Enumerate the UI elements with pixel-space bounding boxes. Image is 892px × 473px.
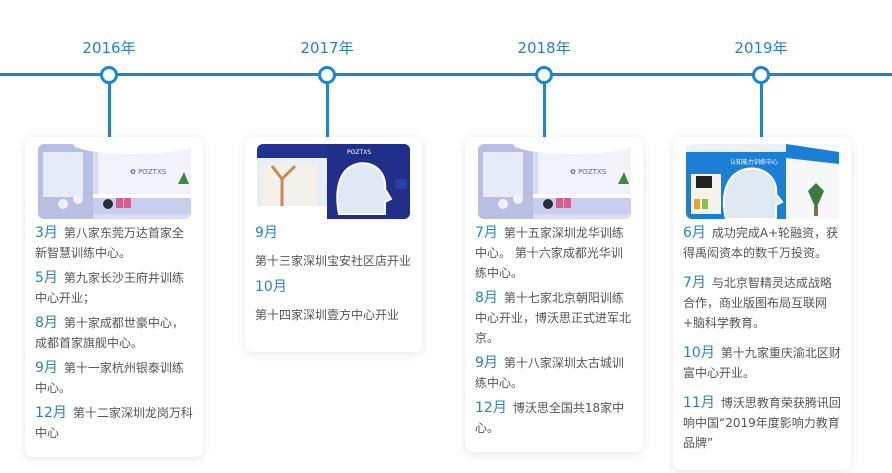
milestone-text: 第九家长沙王府井训练中心开业； [35, 271, 184, 305]
milestone-text: 第十四家深圳壹方中心开业 [255, 308, 400, 322]
milestone-text: 第十九家重庆渝北区财富中心开业。 [683, 346, 841, 380]
timeline-node-2016[interactable] [100, 66, 118, 84]
milestone-month: 10月 [683, 345, 715, 361]
milestone-month: 8月 [475, 290, 498, 306]
milestone-entry: 12月博沃思全国共18家中心。 [475, 398, 633, 438]
milestone-card-2019: 认知能力训练中心 6月成功完成A+轮融资，获得禹闳资本的数千万投资。 7月与北京… [673, 137, 851, 470]
milestone-entry: 7月与北京智精灵达成战略合作，商业版图布局互联网+脑科学教育。 [683, 273, 841, 333]
milestone-text: 第八家东莞万达首家全新智慧训练中心。 [35, 226, 184, 260]
milestone-text: 第十五家深圳龙华训练中心。 第十六家成都光华训练中心。 [475, 226, 624, 280]
milestone-text: 第十三家深圳宝安社区店开业 [255, 254, 412, 268]
milestone-month: 7月 [475, 225, 498, 241]
timeline-node-2019[interactable] [752, 66, 770, 84]
training-center-photo: ✿ POZTXS [477, 144, 631, 219]
milestone-month: 9月 [255, 225, 278, 241]
milestone-entry: 8月第十七家北京朝阳训练中心开业，博沃思正式进军北京。 [475, 288, 633, 348]
milestone-month: 8月 [35, 315, 58, 331]
milestone-entry: 9月第十一家杭州银泰训练中心。 [35, 358, 193, 398]
svg-text:认知能力训练中心: 认知能力训练中心 [730, 158, 778, 166]
milestone-text: 第十家成都世豪中心，成都首家旗舰中心。 [35, 316, 184, 350]
milestone-entry: 7月第十五家深圳龙华训练中心。 第十六家成都光华训练中心。 [475, 223, 633, 283]
milestone-month: 10月 [255, 279, 287, 295]
milestone-month: 6月 [683, 225, 706, 241]
milestone-month: 12月 [35, 405, 67, 421]
milestone-text: 成功完成A+轮融资，获得禹闳资本的数千万投资。 [683, 226, 839, 260]
timeline-connector [759, 83, 763, 137]
timeline-node-2017[interactable] [318, 66, 336, 84]
milestone-text: 与北京智精灵达成战略合作，商业版图布局互联网+脑科学教育。 [683, 276, 832, 330]
milestone-entry: 9月第十三家深圳宝安社区店开业 [255, 223, 412, 271]
milestone-entry: 10月第十四家深圳壹方中心开业 [255, 277, 412, 325]
milestone-card-2016: ✿ POZTXS 3月第八家东莞万达首家全新智慧训练中心。 5月第九家长沙王府井… [25, 137, 203, 457]
milestone-text: 博沃思全国共18家中心。 [475, 401, 625, 435]
milestone-text: 第十八家深圳太古城训练中心。 [475, 356, 624, 390]
year-label-2019: 2019年 [734, 39, 788, 57]
milestone-month: 7月 [683, 275, 706, 291]
timeline-axis [0, 73, 892, 76]
training-center-photo: 认知能力训练中心 [685, 144, 839, 219]
milestone-card-2017: POZTXS 9月第十三家深圳宝安社区店开业 10月第十四家深圳壹方中心开业 [245, 137, 422, 352]
milestone-entry: 11月博沃思教育荣获腾讯回响中国“2019年度影响力教育品牌” [683, 393, 841, 453]
timeline-connector [107, 83, 111, 137]
milestone-entry: 10月第十九家重庆渝北区财富中心开业。 [683, 343, 841, 383]
year-label-2018: 2018年 [517, 39, 571, 57]
milestone-month: 9月 [35, 360, 58, 376]
svg-text:✿ POZTXS: ✿ POZTXS [130, 168, 167, 176]
timeline-node-2018[interactable] [535, 66, 553, 84]
milestone-month: 11月 [683, 395, 715, 411]
milestone-text: 第十一家杭州银泰训练中心。 [35, 361, 184, 395]
milestone-month: 12月 [475, 400, 507, 416]
milestone-text: 博沃思教育荣获腾讯回响中国“2019年度影响力教育品牌” [683, 396, 841, 450]
timeline-connector [542, 83, 546, 137]
milestone-entry: 6月成功完成A+轮融资，获得禹闳资本的数千万投资。 [683, 223, 841, 263]
training-center-photo: POZTXS [257, 144, 410, 219]
milestone-entry: 8月第十家成都世豪中心，成都首家旗舰中心。 [35, 313, 193, 353]
training-center-photo: ✿ POZTXS [37, 144, 191, 219]
milestone-month: 5月 [35, 270, 58, 286]
milestone-month: 3月 [35, 225, 58, 241]
year-label-2017: 2017年 [300, 39, 354, 57]
svg-text:POZTXS: POZTXS [347, 149, 371, 156]
milestone-entry: 3月第八家东莞万达首家全新智慧训练中心。 [35, 223, 193, 263]
milestone-text: 第十七家北京朝阳训练中心开业，博沃思正式进军北京。 [475, 291, 632, 345]
milestone-entry: 9月第十八家深圳太古城训练中心。 [475, 353, 633, 393]
year-label-2016: 2016年 [82, 39, 136, 57]
timeline-connector [325, 83, 329, 137]
svg-text:✿ POZTXS: ✿ POZTXS [570, 168, 607, 176]
milestone-entry: 12月第十二家深圳龙岗万科中心 [35, 403, 193, 443]
milestone-text: 第十二家深圳龙岗万科中心 [35, 406, 193, 440]
milestone-month: 9月 [475, 355, 498, 371]
milestone-card-2018: ✿ POZTXS 7月第十五家深圳龙华训练中心。 第十六家成都光华训练中心。 8… [465, 137, 643, 452]
milestone-entry: 5月第九家长沙王府井训练中心开业； [35, 268, 193, 308]
